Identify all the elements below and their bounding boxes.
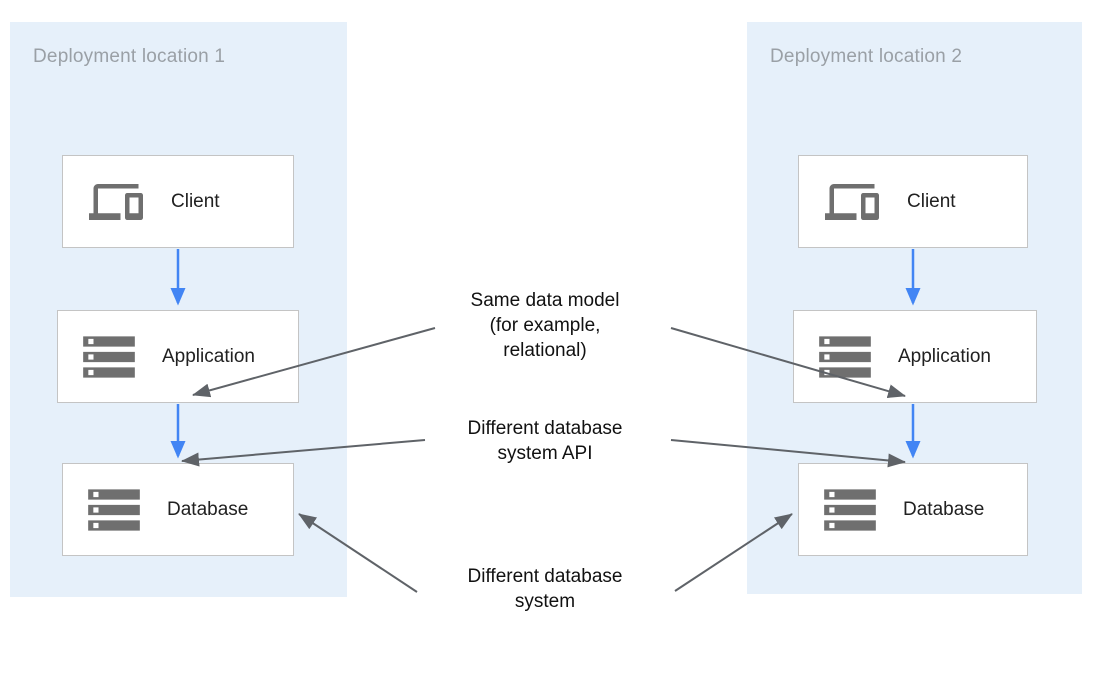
node-label: Client <box>907 190 956 212</box>
storage-icon <box>814 326 876 388</box>
node-label: Client <box>171 190 220 212</box>
database-node-left: Database <box>62 463 294 556</box>
node-label: Database <box>903 498 985 520</box>
annotation-different-db-system: Different database system <box>467 566 623 612</box>
devices-icon <box>819 175 885 229</box>
node-label: Application <box>898 345 991 367</box>
database-node-right: Database <box>798 463 1028 556</box>
storage-icon <box>819 479 881 541</box>
storage-icon <box>83 479 145 541</box>
storage-icon <box>78 326 140 388</box>
annotation-different-db-system-api: Different database system API <box>467 418 623 464</box>
node-label: Application <box>162 345 255 367</box>
devices-icon <box>83 175 149 229</box>
application-node-left: Application <box>57 310 299 403</box>
panel-title: Deployment location 2 <box>770 46 963 67</box>
application-node-right: Application <box>793 310 1037 403</box>
client-node-right: Client <box>798 155 1028 248</box>
annotation-same-data-model: Same data model (for example, relational… <box>470 290 620 361</box>
client-node-left: Client <box>62 155 294 248</box>
node-label: Database <box>167 498 249 520</box>
panel-title: Deployment location 1 <box>33 46 226 67</box>
